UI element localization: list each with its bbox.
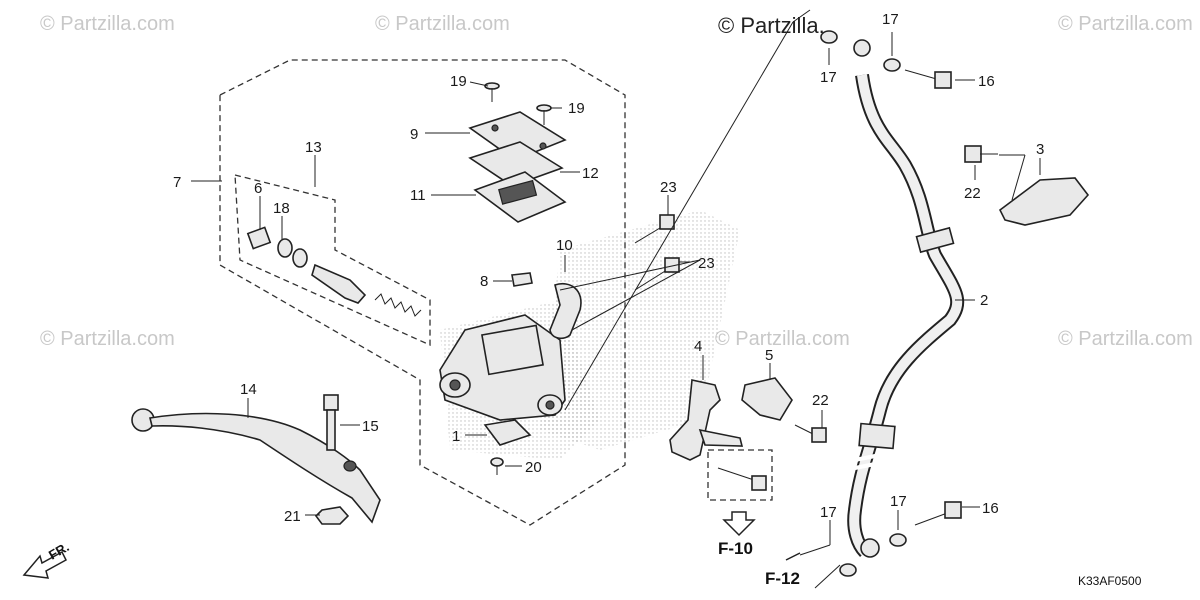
- callout-2: 2: [980, 292, 988, 309]
- assembly-outline-7: [219, 59, 626, 526]
- watermark-6: © Partzilla.com: [1058, 328, 1193, 350]
- brake-lever-14: [131, 408, 381, 524]
- callout-23a: 23: [660, 179, 677, 196]
- brake-hose-2: [847, 39, 965, 558]
- reference-f10[interactable]: F-10: [718, 539, 753, 558]
- callout-20: 20: [525, 459, 542, 476]
- callout-labels: 19 19 9 12 11 13 7 6 18 23 10 23 8 14 15…: [173, 11, 1044, 525]
- watermark-5: © Partzilla.com: [715, 328, 850, 350]
- callout-11: 11: [410, 187, 426, 204]
- washer-17c: [889, 533, 907, 547]
- bolt-23a: [634, 214, 675, 244]
- callout-3: 3: [1036, 141, 1044, 158]
- callout-17a: 17: [882, 11, 899, 28]
- seal-18: [277, 238, 308, 268]
- clamp-3: [998, 177, 1090, 226]
- callout-23b: 23: [698, 255, 715, 272]
- washer-17b: [883, 58, 901, 72]
- callout-21: 21: [284, 508, 301, 525]
- bracket-4: [669, 379, 744, 461]
- callout-8: 8: [480, 273, 488, 290]
- callout-4: 4: [694, 338, 702, 355]
- callout-19b: 19: [568, 100, 585, 117]
- master-cylinder-body: [439, 314, 566, 421]
- callout-15: 15: [362, 418, 379, 435]
- callout-17d: 17: [820, 504, 837, 521]
- washer-17a: [820, 30, 838, 44]
- callout-9: 9: [410, 126, 418, 143]
- callout-12: 12: [582, 165, 599, 182]
- watermark-group: © Partzilla.com © Partzilla.com © Partzi…: [40, 13, 1193, 350]
- screw-20: [490, 457, 504, 475]
- bolt-16a: [904, 69, 952, 89]
- reference-f12[interactable]: F-12: [765, 569, 800, 588]
- diagram-code: K33AF0500: [1078, 574, 1142, 588]
- clip-5: [741, 377, 793, 421]
- callout-10: 10: [556, 237, 573, 254]
- spring: [374, 293, 422, 317]
- bolt-16b: [914, 501, 962, 526]
- piston: [311, 263, 367, 304]
- reference-arrow-f10: [722, 511, 756, 537]
- pivot-bolt-15: [323, 394, 339, 451]
- callout-16b: 16: [982, 500, 999, 517]
- watermark-1: © Partzilla.com: [40, 13, 175, 35]
- watermark-top: © Partzilla.: [718, 13, 825, 38]
- callout-5: 5: [765, 347, 773, 364]
- leader-lines: [191, 9, 1041, 589]
- callout-7: 7: [173, 174, 181, 191]
- dashed-bolt-box: [707, 449, 773, 501]
- callout-19a: 19: [450, 73, 467, 90]
- callout-6: 6: [254, 180, 262, 197]
- brake-switch-1: [483, 419, 532, 446]
- callout-22a: 22: [964, 185, 981, 202]
- bolt-22b: [794, 424, 827, 443]
- watermark-3: © Partzilla.com: [1058, 13, 1193, 35]
- callout-22b: 22: [812, 392, 829, 409]
- callout-16a: 16: [978, 73, 995, 90]
- diaphragm-plate-12: [468, 141, 564, 187]
- screw-19a: [484, 82, 500, 102]
- hose-break-mark: [844, 453, 881, 472]
- reference-arrow-f12: [785, 552, 801, 561]
- assembly-outline-13: [234, 174, 431, 347]
- bolt-under-bracket: [717, 467, 767, 491]
- callout-18: 18: [273, 200, 290, 217]
- watermark-2: © Partzilla.com: [375, 13, 510, 35]
- callout-14: 14: [240, 381, 257, 398]
- nut-21: [314, 506, 350, 525]
- cap-8: [511, 272, 533, 287]
- screw-19b: [536, 104, 552, 125]
- callout-17c: 17: [890, 493, 907, 510]
- bolt-22a: [964, 145, 998, 163]
- callout-17b: 17: [820, 69, 837, 86]
- boot-6: [246, 226, 272, 250]
- holder-10: [549, 283, 582, 340]
- callout-1: 1: [452, 428, 460, 445]
- watermark-4: © Partzilla.com: [40, 328, 175, 350]
- callout-13: 13: [305, 139, 322, 156]
- diaphragm-11: [473, 171, 567, 223]
- front-direction-arrow: [22, 550, 67, 579]
- washer-17d: [839, 563, 857, 577]
